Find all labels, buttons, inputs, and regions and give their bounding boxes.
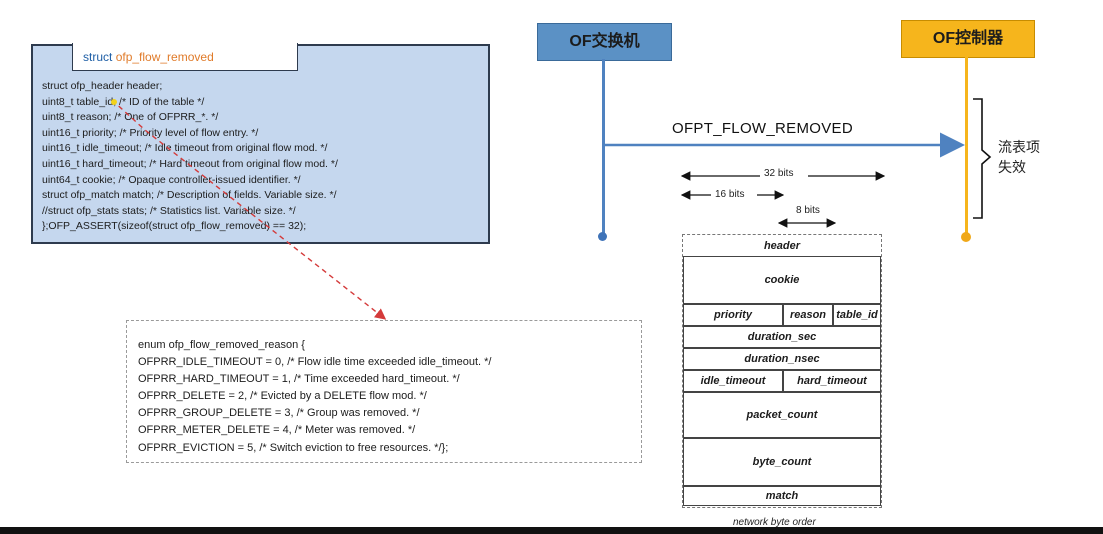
bits-16-label: 16 bits: [715, 189, 745, 200]
struct-line: uint16_t hard_timeout; /* Hard timeout f…: [42, 157, 338, 170]
struct-line: uint64_t cookie; /* Opaque controller-is…: [42, 173, 301, 186]
switch-lifeline-end: [598, 232, 607, 241]
enum-line: OFPRR_METER_DELETE = 4, /* Meter was rem…: [138, 424, 416, 437]
bottom-bar: [0, 527, 1103, 534]
struct-line: struct ofp_header header;: [42, 80, 163, 92]
controller-lifeline-end: [961, 232, 971, 242]
enum-code: enum ofp_flow_removed_reason { OFPRR_IDLE…: [138, 337, 491, 457]
enum-line: OFPRR_IDLE_TIMEOUT = 0, /* Flow idle tim…: [138, 356, 492, 369]
controller-node: OF控制器: [901, 20, 1035, 58]
struct-line: uint8_t reason; /* One of OFPRR_*. */: [42, 111, 219, 124]
field-table-id: table_id: [833, 304, 881, 326]
struct-line: uint8_t table_id; /* ID of the table */: [42, 95, 205, 108]
field-idle-timeout: idle_timeout: [683, 370, 783, 392]
message-label: OFPT_FLOW_REMOVED: [672, 120, 853, 137]
switch-node: OF交换机: [537, 23, 672, 61]
bits-8-label: 8 bits: [796, 205, 820, 216]
controller-lifeline: [965, 56, 968, 238]
field-cookie: cookie: [683, 256, 881, 304]
enum-line: OFPRR_HARD_TIMEOUT = 1, /* Time exceeded…: [138, 373, 460, 386]
enum-line: OFPRR_DELETE = 2, /* Evicted by a DELETE…: [138, 390, 427, 403]
flow-expire-annotation: 流表项失效: [998, 139, 1040, 175]
struct-panel: [31, 44, 490, 244]
struct-line: };OFP_ASSERT(sizeof(struct ofp_flow_remo…: [42, 220, 307, 233]
field-duration-nsec: duration_nsec: [683, 348, 881, 370]
field-byte-count: byte_count: [683, 438, 881, 486]
enum-line: OFPRR_EVICTION = 5, /* Switch eviction t…: [138, 441, 449, 454]
struct-name: ofp_flow_removed: [115, 50, 214, 64]
byte-order-note: network byte order: [733, 517, 816, 528]
field-match: match: [683, 486, 881, 506]
field-hard-timeout: hard_timeout: [783, 370, 881, 392]
field-header: header: [763, 240, 801, 252]
bits-32-label: 32 bits: [764, 168, 794, 179]
reason-link-arrow: [111, 99, 387, 320]
struct-keyword: struct: [83, 50, 113, 64]
struct-title-tab: struct ofp_flow_removed: [72, 43, 298, 71]
enum-line: OFPRR_GROUP_DELETE = 3, /* Group was rem…: [138, 407, 420, 420]
field-reason: reason: [783, 304, 833, 326]
switch-lifeline: [602, 59, 605, 237]
packet-layout: [682, 234, 882, 508]
field-priority: priority: [683, 304, 783, 326]
field-duration-sec: duration_sec: [683, 326, 881, 348]
enum-panel: [126, 320, 642, 463]
struct-line: struct ofp_match match; /* Description o…: [42, 189, 337, 202]
field-packet-count: packet_count: [683, 392, 881, 438]
struct-line: uint16_t idle_timeout; /* Idle timeout f…: [42, 142, 328, 155]
expire-bracket: [973, 98, 992, 219]
enum-line: enum ofp_flow_removed_reason {: [138, 339, 305, 351]
struct-line: uint16_t priority; /* Priority level of …: [42, 126, 259, 139]
